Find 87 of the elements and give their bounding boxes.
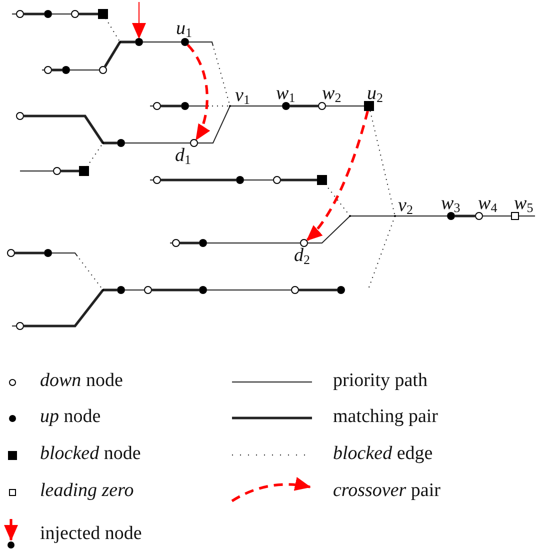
legend-label: blocked edge	[333, 443, 433, 465]
connector-line	[370, 110, 396, 216]
filled-circle-node	[447, 212, 455, 220]
node-label: d$_{2}$	[294, 246, 310, 269]
filled-circle-node	[44, 249, 52, 257]
open-circle-node	[190, 139, 198, 147]
legend-label: matching pair	[333, 406, 438, 428]
node-label: w$_{3}$	[441, 194, 460, 217]
node-label: w$_{5}$	[514, 194, 534, 217]
legend-label: down node	[40, 370, 123, 392]
filled-circle-node	[236, 176, 244, 184]
open-circle-node	[16, 10, 24, 18]
node-label: v$_{2}$	[398, 196, 413, 219]
filled-square-node	[98, 9, 108, 19]
filled-square-node	[364, 101, 374, 111]
node-label: v$_{1}$	[235, 86, 250, 109]
open-circle-node	[153, 102, 161, 110]
connector-line	[24, 12, 44, 16]
connector-line	[180, 242, 199, 244]
open-circle-node	[16, 322, 24, 330]
connector-line	[20, 170, 54, 172]
node-label: w$_{1}$	[276, 84, 296, 107]
connector-line	[152, 288, 199, 292]
filled-circle-node	[135, 38, 143, 46]
connector-line	[281, 178, 317, 182]
open-circle-node	[16, 112, 24, 120]
connector-line	[61, 170, 79, 172]
node-label: d$_{1}$	[175, 146, 191, 169]
open-square-node	[511, 212, 519, 220]
node-label: w$_{2}$	[322, 84, 342, 107]
filled-circle-node	[62, 66, 70, 74]
connector-line	[15, 252, 44, 254]
open-circle-node	[53, 167, 61, 175]
connector-line	[299, 288, 337, 292]
legend-label: up node	[40, 406, 101, 428]
filled-square-node	[79, 166, 89, 176]
filled-circle-node	[181, 38, 189, 46]
open-circle-node	[291, 286, 299, 294]
connector-line	[104, 41, 122, 68]
connector-line	[79, 12, 98, 16]
connector-line	[120, 40, 135, 44]
connector-line	[170, 242, 172, 244]
legend-label: blocked node	[40, 443, 141, 465]
connector-line	[290, 104, 318, 108]
node-label: w$_{4}$	[478, 194, 498, 217]
connector-line	[308, 216, 350, 244]
filled-circle-node	[44, 10, 52, 18]
legend-label: leading zero	[40, 480, 134, 502]
connector-line	[103, 142, 117, 144]
open-circle-node	[153, 176, 161, 184]
legend-label: priority path	[333, 370, 428, 392]
open-circle-node	[172, 239, 180, 247]
arrow	[132, 2, 146, 39]
filled-circle-node	[199, 239, 207, 247]
filled-circle-node	[282, 102, 290, 110]
node-label: u$_{2}$	[367, 84, 383, 107]
connector-line	[198, 106, 230, 144]
arrow	[186, 44, 210, 140]
open-circle-node	[300, 239, 308, 247]
filled-circle-node	[181, 102, 189, 110]
legend-label: injected node	[40, 523, 142, 545]
connector-line	[52, 252, 104, 290]
open-circle-node	[475, 212, 483, 220]
legend-label: crossover pair	[333, 480, 440, 502]
open-circle-node	[71, 10, 79, 18]
filled-circle-node	[117, 286, 125, 294]
connector-line	[161, 178, 236, 182]
connector-line	[103, 288, 117, 292]
filled-square-node	[317, 175, 327, 185]
filled-circle-node	[199, 286, 207, 294]
node-label: u$_{1}$	[176, 19, 192, 42]
open-circle-node	[273, 176, 281, 184]
connector-line	[161, 104, 181, 108]
connector-line	[24, 114, 104, 144]
connector-line	[124, 142, 190, 144]
connector-line	[24, 289, 104, 328]
open-circle-node	[44, 66, 52, 74]
connector-line	[52, 68, 62, 72]
connector-line	[455, 214, 475, 218]
open-circle-node	[99, 66, 107, 74]
arrow	[306, 110, 369, 242]
connector-line	[206, 242, 300, 244]
open-circle-node	[7, 249, 15, 257]
open-circle-node	[318, 102, 326, 110]
open-circle-node	[144, 286, 152, 294]
filled-circle-node	[117, 139, 125, 147]
filled-circle-node	[337, 286, 345, 294]
